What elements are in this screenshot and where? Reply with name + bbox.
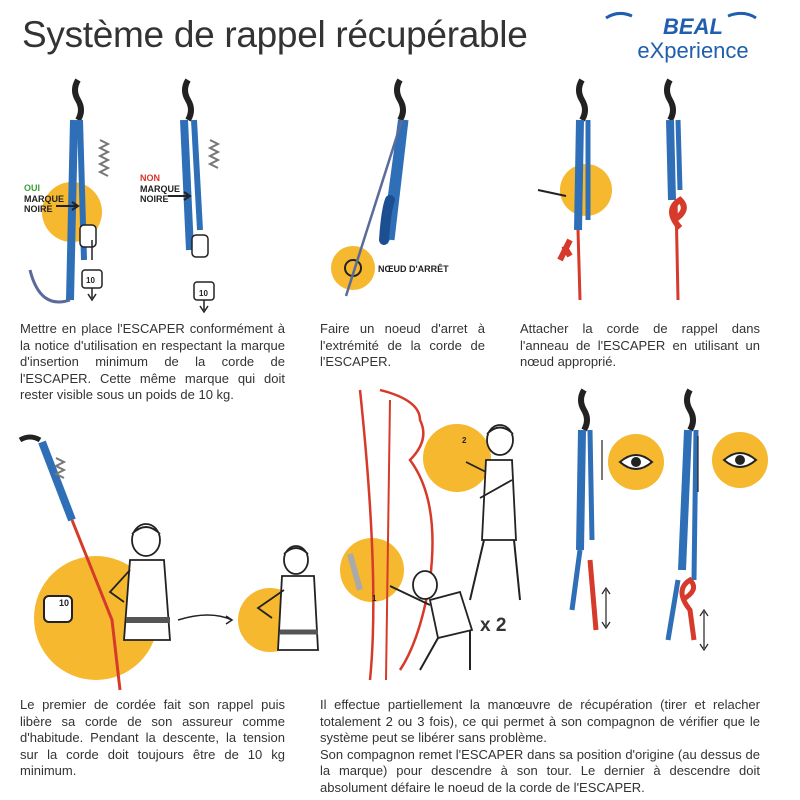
caption-step-4: Le premier de cordée fait son rappel pui… xyxy=(20,697,285,778)
repeat-x2-label: x 2 xyxy=(480,615,507,636)
step-label-1: 1 xyxy=(372,594,377,603)
brand-name: BEAL xyxy=(663,14,723,39)
caption-step-2: Faire un noeud d'arret à l'extrémité de … xyxy=(320,321,485,369)
marque-noire-label-2: MARQUE NOIRE xyxy=(140,184,180,204)
weight-label-3: 10 xyxy=(59,598,70,608)
weight-label-1: 10 xyxy=(86,276,95,285)
marque-noire-label-1: MARQUE NOIRE xyxy=(24,194,64,214)
illustration-descent xyxy=(18,434,319,691)
brand-tagline: eXperience xyxy=(637,38,748,63)
non-label: NON xyxy=(140,173,160,183)
illustration-check-mark xyxy=(569,388,768,652)
illustration-stopper-knot xyxy=(331,78,409,297)
caption-step-3: Attacher la corde de rappel dans l'annea… xyxy=(520,321,760,369)
illustration-retrieval-test xyxy=(340,388,521,681)
caption-step-5: Il effectue partiellement la manœuvre de… xyxy=(320,697,760,795)
illustration-attach-rope xyxy=(537,78,687,301)
weight-label-2: 10 xyxy=(199,289,208,298)
oui-label: OUI xyxy=(24,183,41,193)
beal-logo: BEAL eXperience xyxy=(605,11,757,63)
caption-step-1: Mettre en place l'ESCAPER conformément à… xyxy=(20,321,285,402)
illustration-insertion-mark xyxy=(28,78,221,314)
noeud-arret-label: NŒUD D'ARRÊT xyxy=(378,264,449,274)
page-title: Système de rappel récupérable xyxy=(22,14,528,55)
step-label-2: 2 xyxy=(462,436,467,445)
